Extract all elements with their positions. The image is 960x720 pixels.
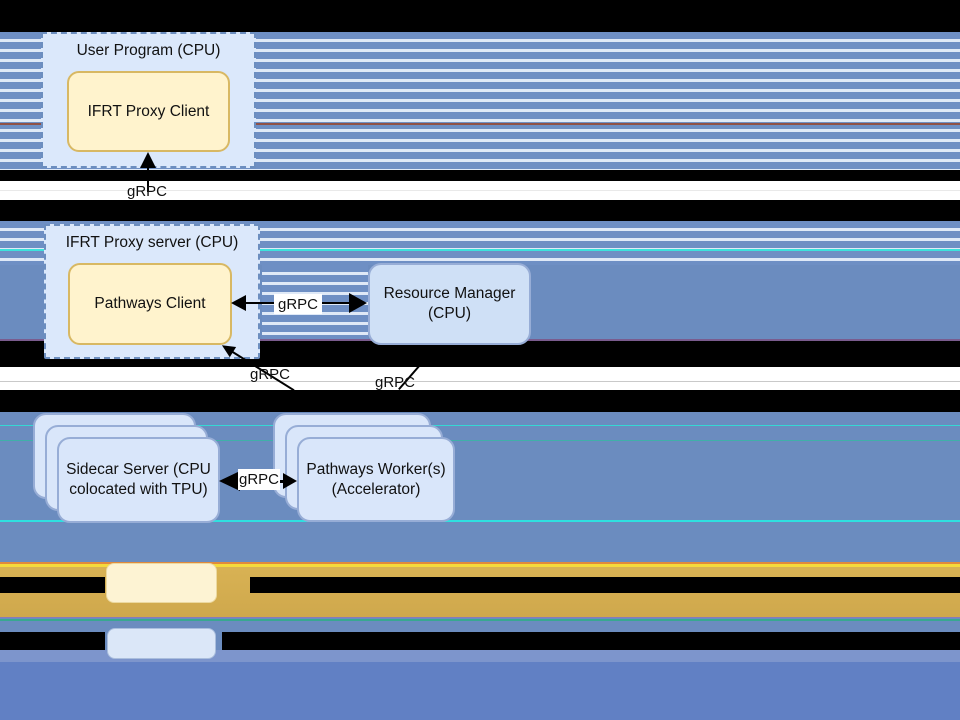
bottom-light-band [0, 650, 960, 662]
legend-swatch-blue [107, 628, 216, 659]
arrow-client-rm-right-head [349, 293, 367, 313]
arrow-up-line-2 [147, 181, 149, 192]
black-band-5 [0, 390, 960, 412]
black-band-2 [0, 170, 960, 181]
arrow-sidecar-worker-right-head [283, 473, 297, 489]
glitch-line-teal-1 [0, 440, 960, 441]
glitch-line-yellow [0, 564, 960, 567]
box-ifrt-proxy-client-label: IFRT Proxy Client [87, 102, 210, 120]
redaction-bar-2-right [222, 632, 960, 650]
redaction-bar-1-right [250, 577, 960, 593]
box-ifrt-proxy-client: IFRT Proxy Client [67, 71, 230, 152]
box-pathways-client: Pathways Client [68, 263, 232, 345]
box-pathways-client-label: Pathways Client [94, 295, 206, 312]
black-band-1 [0, 0, 960, 32]
box-user-program-title: User Program (CPU) [76, 42, 221, 59]
arrow-up-head [140, 152, 156, 168]
box-proxy-server-title: IFRT Proxy server (CPU) [65, 234, 239, 251]
gray-line-2 [0, 381, 960, 382]
box-resource-manager: Resource Manager (CPU) [368, 263, 531, 345]
label-grpc-rm-worker: gRPC [375, 374, 416, 391]
white-band-middle [0, 367, 960, 390]
bottom-solid-band [0, 662, 960, 720]
glitch-line-cyan-1 [0, 249, 960, 251]
arrow-client-rm-left-head [231, 295, 246, 311]
glitch-line-maroon [0, 123, 960, 125]
label-grpc-client-rm: gRPC [274, 294, 322, 314]
glitch-line-orange [0, 562, 960, 564]
box-worker-front: Pathways Worker(s) (Accelerator) [297, 437, 455, 522]
redaction-bar-2-left [0, 632, 105, 650]
box-sidecar-label: Sidecar Server (CPU colocated with TPU) [66, 461, 211, 498]
glitch-line-cyan-3 [0, 520, 960, 522]
glitch-line-teal-2 [0, 619, 960, 621]
glitch-line-purple-2 [0, 617, 960, 618]
gray-line-1 [0, 190, 960, 191]
label-grpc-sidecar-worker: gRPC [238, 469, 280, 490]
box-sidecar-front: Sidecar Server (CPU colocated with TPU) [57, 437, 220, 523]
label-grpc-top: gRPC [127, 183, 168, 200]
arrow-up-line-1 [147, 167, 149, 171]
glitch-line-cyan-2 [0, 425, 960, 426]
arrow-sidecar-worker-left-head [219, 471, 240, 491]
redaction-bar-1-left [0, 577, 105, 593]
label-grpc-worker-client: gRPC [250, 366, 291, 383]
box-worker-label: Pathways Worker(s) (Accelerator) [306, 460, 446, 498]
black-band-3 [0, 200, 960, 221]
legend-swatch-yellow [106, 563, 217, 603]
box-resource-manager-label: Resource Manager (CPU) [383, 285, 516, 322]
